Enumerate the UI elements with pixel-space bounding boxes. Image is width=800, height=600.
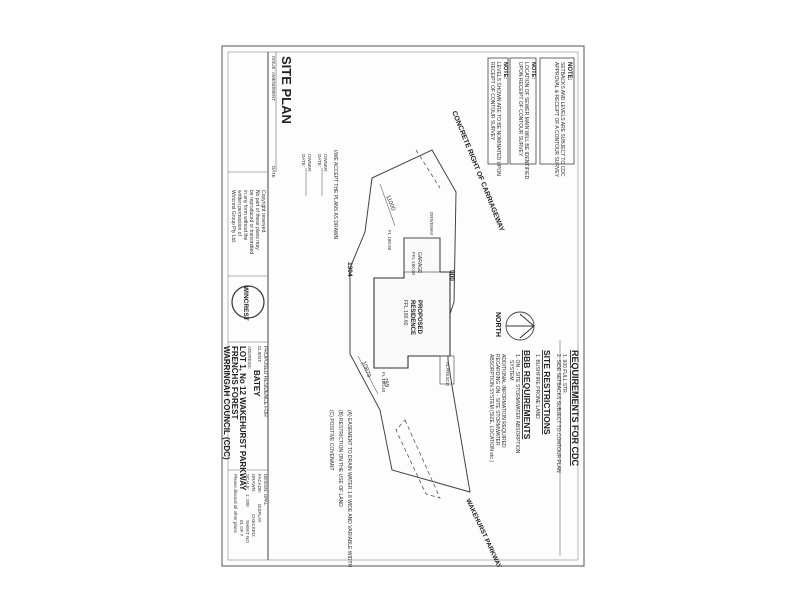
bbb-requirement-1: 1. ON - SITE STORMWATER ABSORPTION <box>514 354 520 454</box>
north-arrow-pointer <box>506 313 535 339</box>
ffl-note-a: FL 180.60 <box>387 230 392 251</box>
approval-date-1: DATE: <box>317 154 322 167</box>
copyright-1: Copyright reserved. <box>260 190 266 234</box>
note-box-2 <box>509 57 537 165</box>
driveway-label: DRIVEWAY <box>429 212 434 236</box>
project-label: PROPOSED RESIDENCE FOR <box>262 346 268 417</box>
residence-label-1: PROPOSED <box>416 300 422 335</box>
dimension-line-11000 <box>379 183 396 227</box>
copyright-5: written permission of <box>236 190 242 236</box>
dimension-1304: 1304 <box>346 262 353 277</box>
cdc-requirements-title: REQUIREMENTS FOR CDC <box>570 350 580 467</box>
garage-label: GARAGE <box>416 252 422 274</box>
lot-boundary <box>349 149 471 493</box>
note-3-line-2: RECEIPT OF CONTOUR SURVEY <box>489 62 495 141</box>
issue-header: ISSUE <box>271 56 276 70</box>
footer-note: Please discard all other plans <box>233 474 238 534</box>
checked-label: CHECKED: <box>251 514 256 537</box>
dimension-900: 900 <box>448 270 455 281</box>
easement-area <box>395 419 441 499</box>
garage-ffl: FFL 180.40 <box>411 252 416 275</box>
note-1-title: NOTE: <box>566 62 572 81</box>
copyright-2: No part of these plans may <box>254 190 260 250</box>
site-restrictions-title: SITE RESTRICTIONS <box>542 350 552 435</box>
facade-value: DISPLAY <box>257 504 262 523</box>
design-label: DESIGN: OPAL <box>263 474 268 506</box>
note-1-line-1: SETBACKS AND LEVELS ARE SUBJECT TO CDC <box>559 62 565 177</box>
dimension-11000: 11000 <box>384 195 396 213</box>
garage-footprint <box>403 237 441 273</box>
note-3-line-1: LEVELS SHOWN ARE TO BE NOMINATED UPON <box>495 62 501 176</box>
sheet-inner-frame <box>227 51 579 561</box>
alfresco-footprint <box>439 355 455 385</box>
dimension-line-10879 <box>357 355 379 395</box>
address-line-2: FRENCHS FOREST <box>230 346 239 419</box>
easement-note-a: (A) EASEMENT TO DRAIN WATER 1.8 WIDE AND… <box>346 410 352 568</box>
easement-note-b: (B) RESTRICTION ON THE USE OF LAND <box>337 410 343 507</box>
sheet-label: SHEET NO <box>245 520 250 543</box>
approval-owner-2: OWNER: <box>307 154 312 173</box>
north-arrow <box>505 311 535 341</box>
copyright-3: be reproduced or transmitted <box>248 190 254 254</box>
site-plan-heading: SITE PLAN <box>279 56 294 124</box>
bbb-requirement-3: ADDITIONAL INFORMATION REQUIRED <box>500 354 506 448</box>
ffl-note-b: FL 180.40 <box>381 372 386 393</box>
scale-label: SCALE: <box>245 474 250 490</box>
drawn-label: DRAWN: <box>251 474 256 492</box>
site-restriction-1: 1. BUSHFIRE PRONE LAND <box>534 354 540 419</box>
residence-ffl: FFL 180.60 <box>402 300 408 326</box>
bbb-requirement-4: REGARDING ON - SITE STORMWATER <box>494 354 500 446</box>
copyright-6: Wincrest Group Pty Ltd. <box>230 190 236 243</box>
facade-label: FACADE: <box>257 474 262 493</box>
note-box-1 <box>539 57 575 165</box>
date-header: DATE <box>271 166 276 178</box>
address-line-1: LOT 1, No 12 WAKEHURST PARKWAY <box>238 346 247 491</box>
dimension-789: 789 <box>381 377 390 389</box>
client-label: CLIENT: <box>257 346 262 363</box>
note-1-line-2: APPROVAL & RECEIPT OF A CONTOUR SURVEY <box>553 62 559 178</box>
note-2-line-2: UPON RECEIPT OF CONTOUR SURVEY <box>517 62 523 157</box>
cdc-requirement-2: 2. SIDE SETBACKS SUBJECT TO CONTOUR PLAN <box>555 354 561 473</box>
approval-owner-1: OWNER: <box>323 154 328 173</box>
client-name: BATEY <box>252 370 261 397</box>
easement-note-c: (C) POSITIVE COVENANT <box>328 410 334 471</box>
residence-label-2: RESIDENCE <box>409 300 415 335</box>
rear-setback-line <box>415 149 441 189</box>
note-3-title: NOTE: <box>502 62 508 79</box>
sheet-value: 01 OF 7 <box>239 520 244 537</box>
approval-date-2: DATE: <box>301 154 306 167</box>
wincrest-logo-text: WINCREST <box>242 286 249 321</box>
bbb-requirements-title: BBB REQUIREMENTS <box>522 350 532 440</box>
address-label: ADDRESS: <box>247 346 252 369</box>
alfresco-label: ALFRESCO <box>445 362 450 387</box>
scale-value: 1: 200 <box>245 494 250 507</box>
copyright-4: in any form without the <box>242 190 248 241</box>
bbb-requirement-2: SYSTEM <box>508 360 514 381</box>
cdc-requirement-1: 1. 900 FULL STR. <box>561 354 567 394</box>
bbb-requirement-5: ABSORPTION SYSTEM (SIZE, LOCATION etc.) <box>488 354 494 462</box>
note-2-line-1: LOCATION OF SEWER MAIN WILL BE IDENTIFIE… <box>523 62 529 180</box>
note-2-title: NOTE: <box>530 62 536 79</box>
wincrest-logo-icon <box>231 285 265 319</box>
amendment-header: AMENDMENT <box>271 72 276 101</box>
north-label: NORTH <box>494 312 501 337</box>
note-box-3 <box>487 57 509 165</box>
dimension-10879: 10879 <box>360 361 372 379</box>
address-line-3: WARRINGAH COUNCIL (CDC) <box>222 346 231 460</box>
approval-statement: I/WE ACCEPT THE PLANS AS DRAWN <box>332 150 338 239</box>
